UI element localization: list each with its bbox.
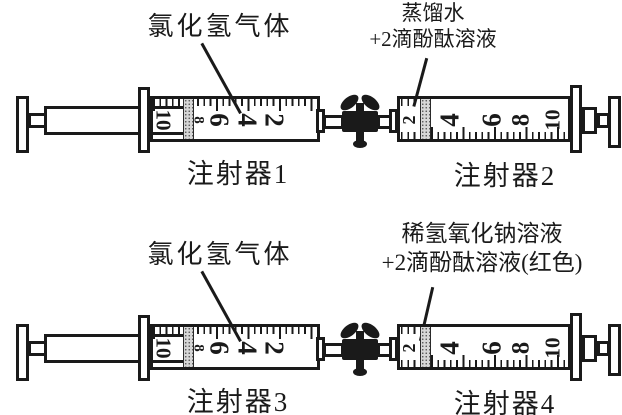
scale-number: 6 [204,113,235,127]
plunger-seal [183,327,194,367]
scale-number: 8 [507,113,535,127]
scale-ticks-major [153,327,316,339]
syringe-tip [389,337,398,361]
syringe-caption-right: 注射器4 [453,389,557,415]
setup-1: 氯化氢气体 蒸馏水 +2滴酚酞溶液 10 8 6 4 2 [0,0,622,191]
barrel-flange [570,85,582,153]
stopcock-valve [342,339,378,360]
liquid-region-ticks [401,360,421,367]
gas-label: 氯化氢气体 [147,12,293,41]
connector-tube [323,115,344,129]
scale-number: 6 [204,341,235,355]
scale-number: 2 [259,341,290,355]
plunger-rod [44,334,186,363]
plunger-thumb-rest [16,96,29,153]
liquid-label-line1: 稀氢氧化钠溶液 [401,221,563,246]
plunger-rod [44,106,186,135]
scale-number: 4 [434,113,465,127]
plunger-seal [420,99,431,139]
stopcock-valve [342,111,378,132]
scale-number: 2 [399,343,419,353]
scale-ticks-major [431,127,568,139]
liquid-label-line1: 蒸馏水 [401,1,465,25]
valve-foot [353,140,367,148]
valve-stem [356,131,364,142]
plunger-seal [420,327,431,367]
scale-ticks-major [431,355,568,367]
scale-number: 10 [540,337,565,359]
valve-stem [356,359,364,370]
syringe-tip [389,109,398,133]
liquid-region-ticks [401,99,421,106]
scale-number: 10 [151,337,176,359]
liquid-label: 蒸馏水 +2滴酚酞溶液 [369,0,496,52]
scale-number: 4 [434,341,465,355]
scale-number: 2 [259,113,290,127]
scale-number: 2 [399,115,419,125]
barrel-flange [570,313,582,381]
plunger-seal [183,99,194,139]
liquid-label-line2: +2滴酚酞溶液(红色) [381,250,583,275]
liquid-region-ticks [401,327,421,334]
syringe-tip [316,109,325,133]
syringe-tip [316,337,325,361]
syringe-caption-left: 注射器1 [186,159,290,189]
scale-number: 4 [232,113,263,127]
barrel-flange [138,87,150,153]
scale-number: 10 [151,109,176,131]
liquid-label: 稀氢氧化钠溶液 +2滴酚酞溶液(红色) [382,219,583,277]
scale-number: 6 [476,341,507,355]
connector-tube [323,343,344,357]
plunger-thumb-rest [608,324,621,376]
scale-number: 4 [232,341,263,355]
gas-label: 氯化氢气体 [147,240,293,269]
plunger-thumb-rest [16,324,29,381]
valve-neck [356,331,364,341]
liquid-syringe-barrel [397,96,571,142]
syringe-caption-left: 注射器3 [186,387,290,415]
plunger-thumb-rest [608,96,621,148]
scale-number: 6 [476,113,507,127]
scale-number: 8 [507,341,535,355]
plunger-rod [582,335,597,362]
liquid-region-ticks [401,132,421,139]
liquid-label-line2: +2滴酚酞溶液 [369,27,497,51]
syringe-caption-right: 注射器2 [453,161,557,191]
liquid-syringe-barrel [397,324,571,370]
barrel-flange [138,315,150,381]
plunger-rod [582,107,597,134]
valve-foot [353,368,367,376]
valve-neck [356,103,364,113]
scale-number: 10 [540,109,565,131]
setup-2: 氯化氢气体 稀氢氧化钠溶液 +2滴酚酞溶液(红色) 10 8 6 4 2 [0,221,622,415]
scale-ticks-major [153,99,316,111]
